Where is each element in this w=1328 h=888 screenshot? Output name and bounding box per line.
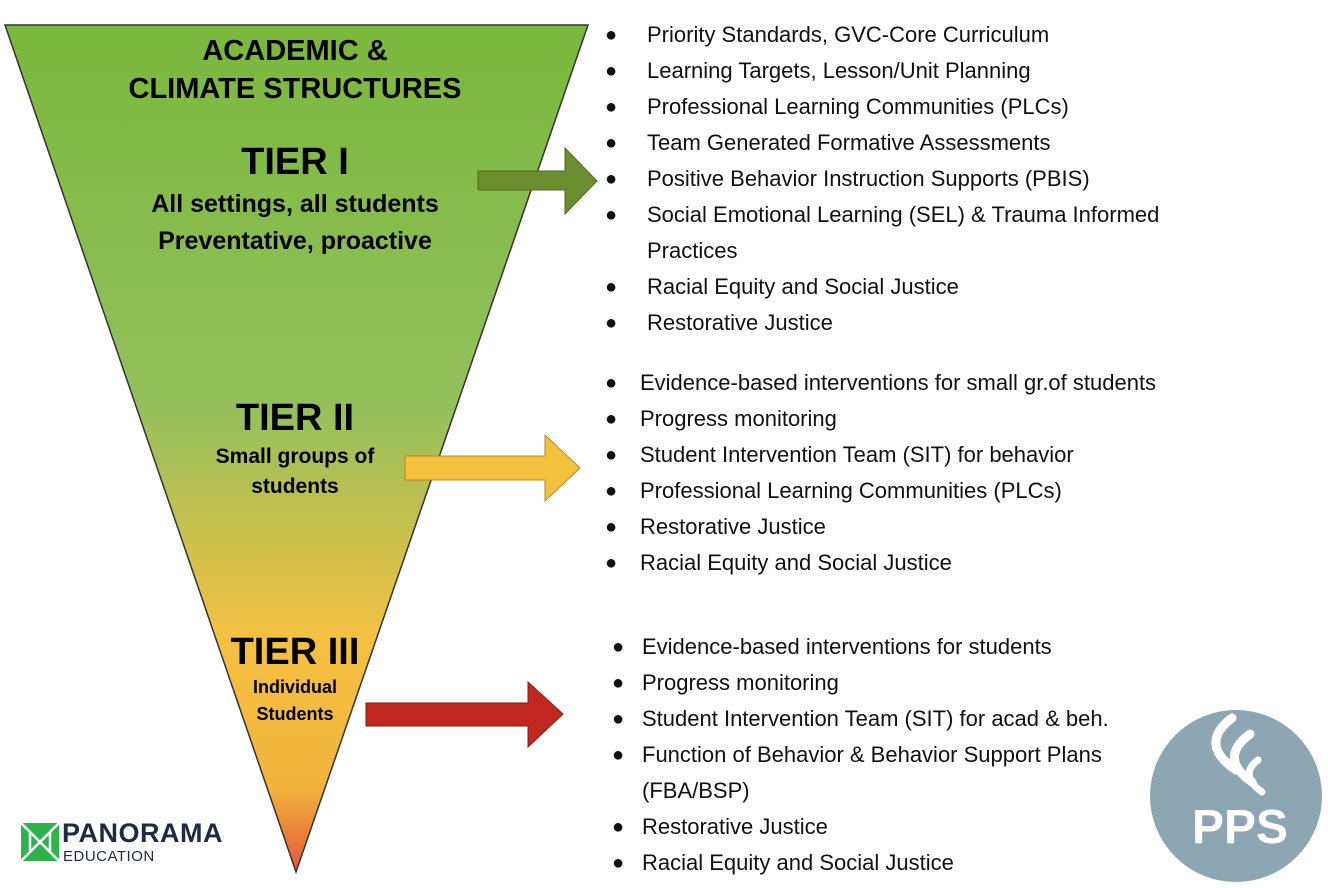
list-item-text: Restorative Justice	[640, 514, 826, 539]
bullet-icon: ●	[612, 672, 625, 694]
bullet-icon: ●	[612, 816, 625, 838]
list-item: ● Progress monitoring	[612, 665, 1202, 701]
list-item-text: Function of Behavior & Behavior Support …	[642, 742, 1102, 803]
tier1-subtitle-line-2: Preventative, proactive	[158, 227, 432, 255]
inverted-triangle-funnel	[3, 24, 590, 875]
list-item-text: Racial Equity and Social Justice	[647, 274, 959, 299]
tier2-subtitle-line-2: students	[251, 475, 339, 498]
bullet-icon: ●	[605, 408, 618, 430]
list-item-text: Progress monitoring	[642, 670, 839, 695]
list-item-text: Progress monitoring	[640, 406, 837, 431]
bullet-icon: ●	[605, 480, 618, 502]
list-item: ● Racial Equity and Social Justice	[605, 545, 1260, 581]
list-item: ● Student Intervention Team (SIT) for beh…	[605, 437, 1260, 473]
list-item: ● Professional Learning Communities (PLCs…	[605, 473, 1260, 509]
pps-logo	[1150, 710, 1322, 882]
panorama-logo-icon	[20, 822, 60, 862]
list-item-text: Evidence-based interventions for student…	[642, 634, 1052, 659]
list-item-text: Restorative Justice	[642, 814, 828, 839]
list-item: ● Positive Behavior Instruction Supports …	[605, 161, 1247, 197]
list-item: ● Team Generated Formative Assessments	[605, 125, 1247, 161]
list-item: ● Social Emotional Learning (SEL) & Traum…	[605, 197, 1247, 269]
list-item: ● Priority Standards, GVC-Core Curriculum	[605, 17, 1247, 53]
heading-line-2: CLIMATE STRUCTURES	[128, 73, 462, 105]
bullet-icon: ●	[612, 636, 625, 658]
tier2-subtitle: Small groups of students	[185, 442, 405, 502]
tier3-practice-list: ● Evidence-based interventions for studen…	[612, 629, 1202, 881]
tier1-title: TIER I	[241, 141, 349, 183]
list-item: ● Progress monitoring	[605, 401, 1260, 437]
bullet-icon: ●	[605, 372, 618, 394]
bullet-icon: ●	[605, 312, 618, 334]
list-item-text: Professional Learning Communities (PLCs)	[640, 478, 1062, 503]
heading-line-1: ACADEMIC &	[202, 35, 388, 67]
tier3-subtitle-line-1: Individual	[252, 677, 337, 697]
list-item-text: Racial Equity and Social Justice	[640, 550, 952, 575]
list-item-text: Team Generated Formative Assessments	[647, 130, 1051, 155]
bullet-icon: ●	[605, 132, 618, 154]
list-item-text: Restorative Justice	[647, 310, 833, 335]
list-item: ● Restorative Justice	[605, 509, 1260, 545]
panorama-logo-subtitle: EDUCATION	[63, 848, 155, 865]
tier3-arrow-icon	[365, 680, 564, 749]
tier1-practice-list: ● Priority Standards, GVC-Core Curriculum…	[605, 17, 1247, 341]
list-item-text: Student Intervention Team (SIT) for acad…	[642, 706, 1109, 731]
tier3-title: TIER III	[230, 631, 360, 673]
list-item: ● Professional Learning Communities (PLCs…	[605, 89, 1247, 125]
diagram-heading: ACADEMIC & CLIMATE STRUCTURES	[95, 32, 495, 108]
list-item-text: Evidence-based interventions for small g…	[640, 370, 1157, 395]
bullet-icon: ●	[605, 552, 618, 574]
tier3-subtitle: Individual Students	[215, 674, 375, 728]
tier1-subtitle: All settings, all students Preventative,…	[110, 186, 480, 260]
list-item-text: Learning Targets, Lesson/Unit Planning	[647, 58, 1031, 83]
bullet-icon: ●	[605, 276, 618, 298]
list-item: ● Restorative Justice	[605, 305, 1247, 341]
list-item: ● Racial Equity and Social Justice	[605, 269, 1247, 305]
bullet-icon: ●	[605, 24, 618, 46]
tier3-subtitle-line-2: Students	[256, 704, 334, 724]
list-item-text: Professional Learning Communities (PLCs)	[647, 94, 1069, 119]
tier2-title: TIER II	[235, 397, 355, 439]
list-item-text: Positive Behavior Instruction Supports (…	[647, 166, 1090, 191]
bullet-icon: ●	[605, 96, 618, 118]
tier2-subtitle-line-1: Small groups of	[215, 445, 375, 468]
tier1-subtitle-line-1: All settings, all students	[151, 190, 439, 218]
list-item: ● Racial Equity and Social Justice	[612, 845, 1202, 881]
bullet-icon: ●	[612, 852, 625, 874]
flame-icon	[1211, 713, 1266, 796]
list-item: ● Evidence-based interventions for studen…	[612, 629, 1202, 665]
list-item-text: Social Emotional Learning (SEL) & Trauma…	[647, 202, 1160, 263]
bullet-icon: ●	[605, 204, 618, 226]
panorama-logo-name: PANORAMA	[62, 818, 223, 848]
bullet-icon: ●	[605, 444, 618, 466]
bullet-icon: ●	[605, 516, 618, 538]
list-item: ● Evidence-based interventions for small …	[605, 365, 1260, 401]
bullet-icon: ●	[612, 744, 625, 766]
list-item-text: Priority Standards, GVC-Core Curriculum	[647, 22, 1050, 47]
bullet-icon: ●	[605, 60, 618, 82]
bullet-icon: ●	[605, 168, 618, 190]
list-item: ● Restorative Justice	[612, 809, 1202, 845]
list-item: ● Learning Targets, Lesson/Unit Planning	[605, 53, 1247, 89]
tier2-practice-list: ● Evidence-based interventions for small …	[605, 365, 1260, 581]
bullet-icon: ●	[612, 708, 625, 730]
pps-logo-text: PPS	[1191, 801, 1289, 854]
tier1-arrow-icon	[477, 146, 598, 216]
list-item-text: Racial Equity and Social Justice	[642, 850, 954, 875]
list-item: ● Function of Behavior & Behavior Support…	[612, 737, 1112, 809]
list-item-text: Student Intervention Team (SIT) for beha…	[640, 442, 1074, 467]
list-item: ● Student Intervention Team (SIT) for aca…	[612, 701, 1202, 737]
tier2-arrow-icon	[404, 433, 581, 503]
